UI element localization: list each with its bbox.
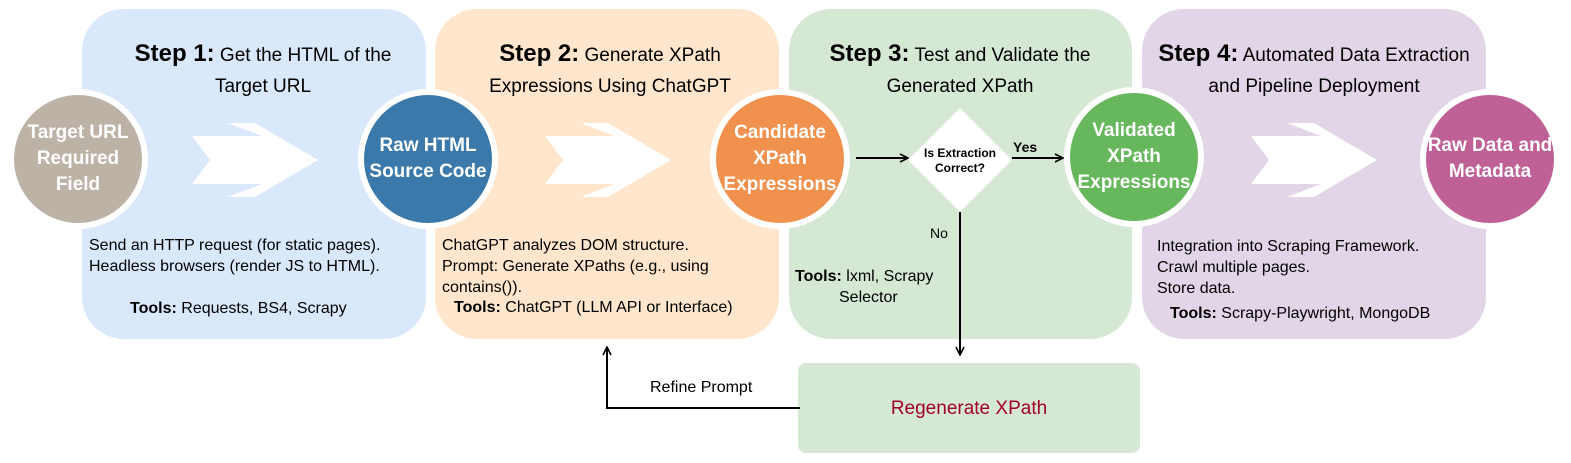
step4-title-line2: and Pipeline Deployment: [1208, 76, 1420, 97]
step1-title-line2: Target URL: [214, 76, 312, 97]
step4-title-line1: Automated Data Extraction: [1242, 45, 1470, 66]
step1-tools-value: Requests, BS4, Scrapy: [181, 300, 347, 317]
step1-title: Step 1: Get the HTML of the Target URL: [100, 38, 426, 102]
target-url-label: Target URL Required Field: [27, 122, 129, 195]
step4-description: Integration into Scraping Framework. Cra…: [1157, 238, 1420, 297]
no-label: No: [930, 225, 948, 241]
raw-html-node: Raw HTML Source Code: [358, 89, 498, 229]
refine-prompt-label: Refine Prompt: [650, 379, 753, 396]
step3-tools-value-line1: lxml, Scrapy: [846, 268, 934, 285]
raw-data-label: Raw Data and Metadata: [1427, 135, 1553, 182]
target-url-node: Target URL Required Field: [8, 89, 148, 229]
step1-title-line1: Get the HTML of the: [219, 45, 392, 66]
decision-diamond: [908, 108, 1012, 212]
decision-line1: Is Extraction: [923, 146, 997, 160]
step3-title-line1: Test and Validate the: [914, 45, 1091, 66]
step4-chevron-arrow: [1251, 123, 1377, 197]
step2-title-line1: Generate XPath: [584, 45, 721, 66]
step2-tools-label: Tools:: [454, 299, 501, 316]
step3-title-line2: Generated XPath: [886, 76, 1034, 97]
step3-title: Step 3: Test and Validate the Generated …: [800, 38, 1120, 102]
refine-prompt-arrow: [607, 347, 800, 409]
step1-number: Step 1:: [134, 40, 215, 67]
step1-chevron-arrow: [192, 123, 318, 197]
raw-data-node: Raw Data and Metadata: [1420, 89, 1560, 229]
candidate-xpath-node: Candidate XPath Expressions: [710, 89, 850, 229]
step2-number: Step 2:: [499, 40, 580, 67]
validated-xpath-label: Validated XPath Expressions: [1077, 120, 1191, 193]
step1-tools-label: Tools:: [130, 300, 177, 317]
step4-tools: Tools: Scrapy-Playwright, MongoDB: [1170, 303, 1430, 324]
step2-tools-value: ChatGPT (LLM API or Interface): [505, 299, 733, 316]
step4-number: Step 4:: [1158, 40, 1239, 67]
regenerate-label: Regenerate XPath: [890, 398, 1048, 419]
step4-tools-value: Scrapy-Playwright, MongoDB: [1221, 305, 1431, 322]
step3-tools: Tools: lxml, Scrapy Selector: [795, 266, 965, 308]
decision-text: Is Extraction Correct?: [912, 146, 1008, 176]
validated-xpath-node: Validated XPath Expressions: [1064, 87, 1204, 227]
decision-line2: Correct?: [934, 161, 985, 175]
yes-label: Yes: [1013, 139, 1038, 155]
step4-title: Step 4: Automated Data Extraction and Pi…: [1142, 38, 1486, 102]
step1-description: Send an HTTP request (for static pages).…: [89, 237, 381, 275]
step1-tools: Tools: Requests, BS4, Scrapy: [130, 298, 347, 319]
candidate-xpath-label: Candidate XPath Expressions: [723, 122, 837, 195]
step4-tools-label: Tools:: [1170, 305, 1217, 322]
step2-chevron-arrow: [545, 123, 671, 197]
step2-tools: Tools: ChatGPT (LLM API or Interface): [454, 297, 733, 318]
regenerate-box: [798, 363, 1140, 453]
step2-description: ChatGPT analyzes DOM structure. Prompt: …: [442, 237, 709, 296]
step3-number: Step 3:: [829, 40, 910, 67]
step3-tools-value-line2: Selector: [839, 289, 898, 306]
step3-tools-label: Tools:: [795, 268, 842, 285]
raw-html-label: Raw HTML Source Code: [369, 135, 487, 182]
step2-title: Step 2: Generate XPath Expressions Using…: [446, 38, 774, 102]
step2-title-line2: Expressions Using ChatGPT: [489, 76, 731, 97]
